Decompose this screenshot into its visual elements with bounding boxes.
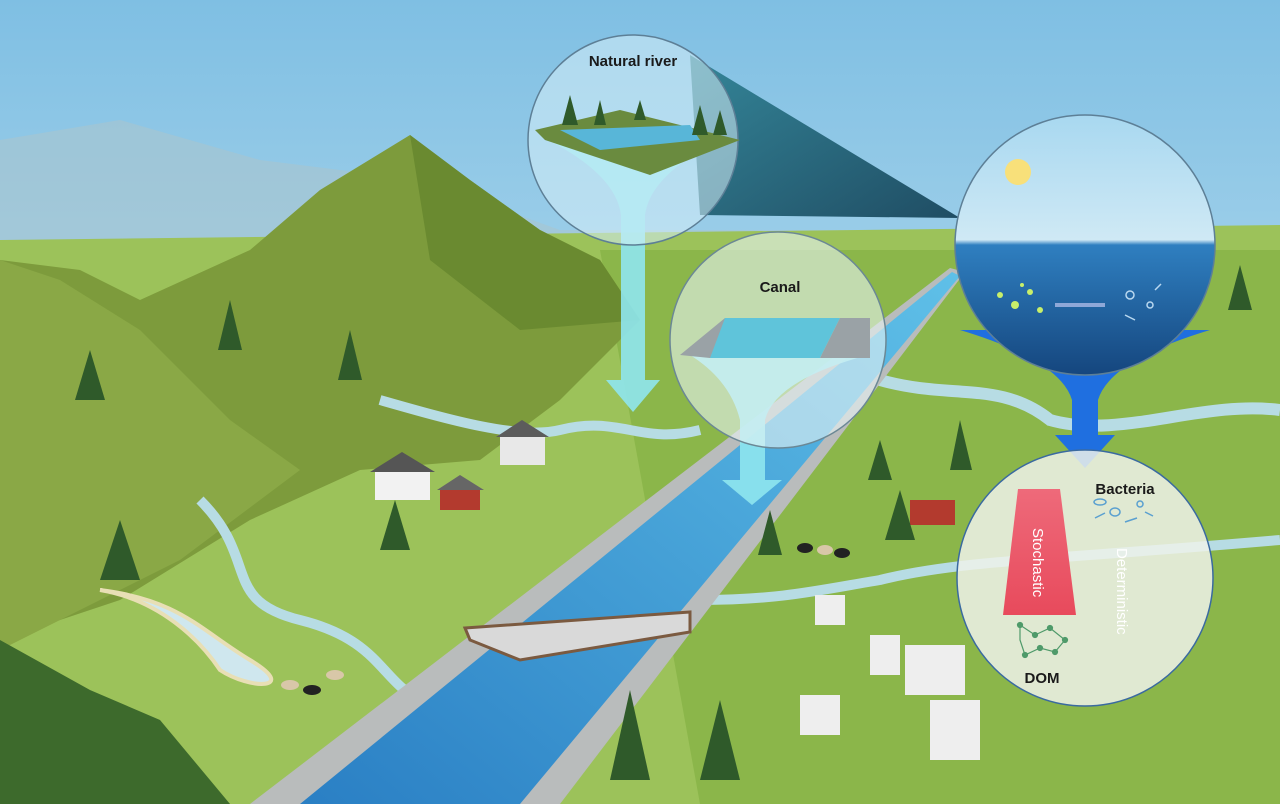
natural-river-circle: Natural river bbox=[527, 34, 740, 246]
zoom-beam bbox=[690, 55, 960, 218]
river-left bbox=[196, 496, 423, 705]
natural-river-label: Natural river bbox=[589, 53, 678, 70]
bacteria-particles bbox=[1124, 283, 1162, 321]
mountain-left bbox=[0, 260, 300, 650]
river-mid bbox=[378, 395, 702, 440]
blue-arrow bbox=[960, 330, 1210, 468]
bacteria-label: Bacteria bbox=[1095, 481, 1155, 498]
cattle bbox=[281, 543, 850, 695]
stochastic-label: Stochastic bbox=[1029, 528, 1046, 598]
farm bbox=[370, 420, 549, 510]
natural-river-flow-arrow bbox=[548, 140, 720, 412]
dom-label: DOM bbox=[1025, 670, 1060, 687]
canal-circle: Canal bbox=[669, 231, 887, 505]
lake bbox=[99, 588, 274, 686]
dom-molecule-icon bbox=[1016, 621, 1069, 659]
trees bbox=[75, 265, 1252, 780]
water-column-circle bbox=[954, 114, 1216, 468]
canal-dam bbox=[462, 610, 692, 662]
mountain-shade bbox=[410, 135, 640, 330]
sun-icon bbox=[1005, 159, 1031, 185]
stochastic-bar bbox=[1003, 489, 1076, 615]
community-assembly-circle: Stochastic Deterministic Bacteria DOM bbox=[956, 449, 1214, 707]
bacteria-icons bbox=[1093, 498, 1154, 523]
deterministic-label: Deterministic bbox=[1113, 548, 1130, 635]
dom-particles bbox=[997, 283, 1043, 313]
houses bbox=[800, 500, 980, 760]
river-right bbox=[878, 374, 1280, 432]
forest-bottom-left bbox=[0, 640, 230, 804]
canal-label: Canal bbox=[760, 279, 801, 296]
